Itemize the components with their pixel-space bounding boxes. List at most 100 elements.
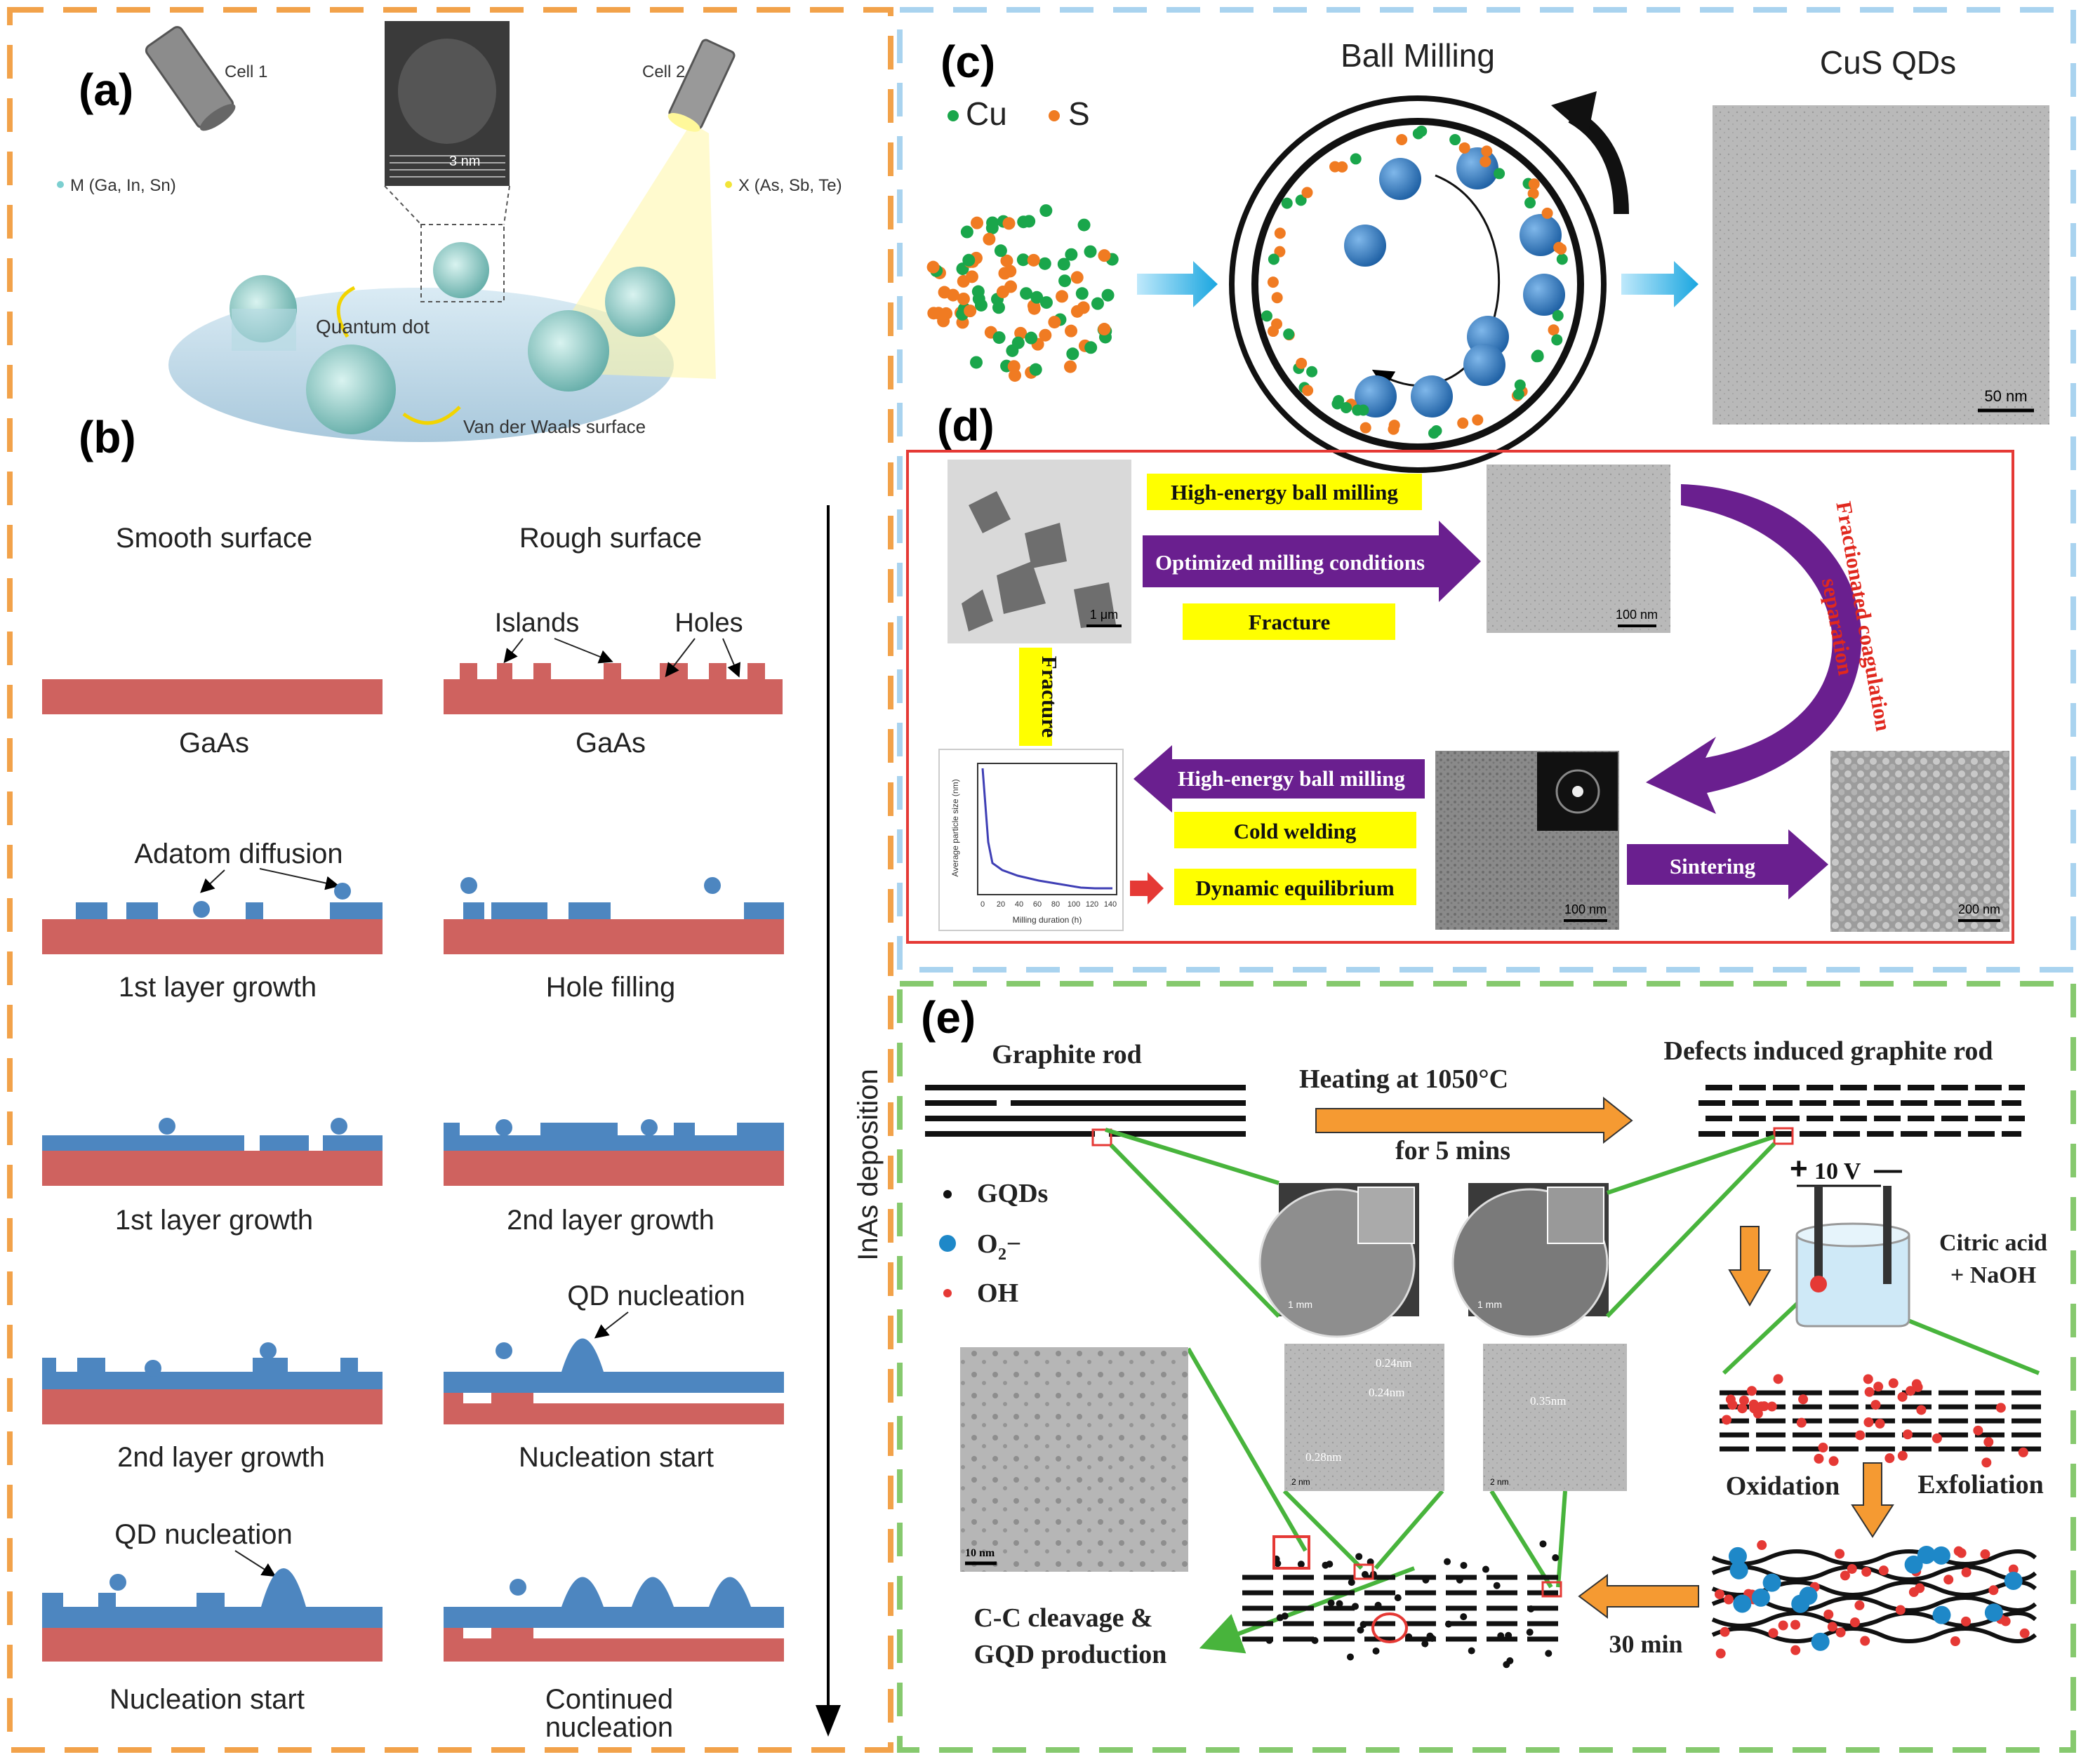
cell1-icon <box>145 26 236 131</box>
gqd-legend-label: GQDs <box>977 1179 1048 1208</box>
electrode-right <box>1883 1186 1891 1284</box>
oh-radical <box>1895 1605 1906 1615</box>
d-sintered-image <box>1830 751 2009 932</box>
gqd-dot <box>1351 1603 1359 1610</box>
cu-particle <box>1066 347 1079 361</box>
gqd-dot <box>1526 1629 1534 1636</box>
row2-right-caption: Hole filling <box>546 972 676 1003</box>
s-particle <box>983 232 996 246</box>
cu-particle <box>972 292 985 305</box>
mill-particle <box>1556 253 1568 265</box>
row5-right-caption-2: nucleation <box>545 1712 673 1743</box>
oh-radical <box>1753 1408 1763 1419</box>
o2-radical <box>1917 1545 1936 1564</box>
cell2-label: Cell 2 <box>642 62 685 81</box>
d-plot-xlabel: Milling duration (h) <box>1013 915 1082 925</box>
s-particle <box>927 307 940 320</box>
s-particle <box>1039 328 1052 342</box>
oh-radical <box>1961 1567 1972 1577</box>
oh-radical <box>1988 1585 1999 1596</box>
mill-particle <box>1283 328 1295 340</box>
cu-particle <box>992 301 1005 314</box>
mill-particle <box>1296 357 1308 369</box>
panel-d-label: (d) <box>937 400 995 450</box>
gaas-label-right: GaAs <box>576 728 646 759</box>
cu-particle <box>994 244 1007 258</box>
tem-inset-halo <box>398 39 496 144</box>
s-particle <box>964 305 977 318</box>
row2-left-caption: 1st layer growth <box>119 972 317 1003</box>
oh-radical <box>1897 1450 1908 1461</box>
milling-ball <box>1520 214 1562 256</box>
mill-particle <box>1295 194 1307 206</box>
cu-particle <box>960 225 973 239</box>
s-particle <box>940 307 953 320</box>
adatom-r4l-2 <box>260 1342 277 1359</box>
adatom-r2l-2 <box>334 883 351 900</box>
d-plot-axes <box>977 763 1117 895</box>
zoom-line-right <box>503 185 510 225</box>
gaas-layer-r2r <box>444 919 784 954</box>
o2-radical <box>1811 1632 1830 1651</box>
quantum-dot-label: Quantum dot <box>316 316 430 338</box>
qd-cluster-2 <box>433 242 489 298</box>
cleavage-circle <box>1371 1612 1408 1643</box>
s-legend-label: S <box>1068 95 1090 132</box>
mill-particle <box>1548 324 1560 336</box>
mill-particle <box>1274 246 1286 258</box>
milling-balls <box>1344 147 1565 417</box>
oh-radical <box>1950 1636 1960 1647</box>
d-fracture-top-box <box>1183 603 1395 640</box>
row5-left-caption: Nucleation start <box>109 1684 305 1715</box>
gqd-dot <box>1405 1633 1413 1641</box>
oh-radical <box>1790 1619 1801 1630</box>
adatom-r2r-1 <box>460 877 477 894</box>
tem-inset-fringes <box>390 155 505 178</box>
oh-radical <box>1840 1570 1850 1581</box>
o2-radical <box>1762 1573 1781 1592</box>
panel-e: (e) Graphite rod Heating at 1050°C for 5… <box>921 992 2047 1669</box>
mill-particle <box>1551 334 1563 346</box>
s-particle <box>957 274 970 288</box>
cu-particle <box>1039 296 1053 309</box>
oh-radical <box>1981 1457 1992 1468</box>
mill-particle <box>1458 142 1470 154</box>
oh-radical <box>1980 1549 1990 1560</box>
cu-particle <box>962 253 976 267</box>
inas-deposition-label: InAs deposition <box>853 1069 884 1261</box>
gqd-dot <box>1497 1632 1505 1640</box>
anion-label: X (As, Sb, Te) <box>738 176 842 195</box>
left-arrow-30min <box>1578 1574 1699 1619</box>
tem-inset-scale: 3 nm <box>449 154 480 169</box>
gqd-dot <box>1539 1540 1547 1548</box>
mill-particle <box>1527 187 1539 199</box>
oh-radical <box>1875 1418 1885 1429</box>
citric-label-2: + NaOH <box>1950 1262 2036 1288</box>
oh-radical <box>1722 1415 1732 1425</box>
cu-particle <box>986 216 999 229</box>
oh-radical <box>1724 1594 1734 1605</box>
sem-inset-b <box>1547 1187 1604 1244</box>
oh-radical <box>2019 1628 2030 1638</box>
gqd-dot <box>1505 1631 1512 1639</box>
sem-inset-a <box>1357 1187 1415 1244</box>
mill-particle <box>1552 309 1564 321</box>
d-plot-xtick-2: 40 <box>1015 900 1023 909</box>
cu-particle <box>1030 290 1044 304</box>
gqd-dot <box>1456 1576 1463 1584</box>
vdw-surface-label: Van der Waals surface <box>463 416 646 437</box>
oxidized-sheet <box>1711 1549 2037 1566</box>
oh-radical <box>1864 1387 1875 1397</box>
panel-b: (b) Smooth surface Rough surface Islands… <box>42 412 884 1743</box>
mill-particle <box>1268 326 1279 338</box>
mill-particle <box>1352 404 1364 416</box>
min30-label: 30 min <box>1609 1630 1682 1658</box>
oh-radical <box>1790 1645 1801 1655</box>
cu-particle <box>1020 287 1033 300</box>
oh-radical <box>1835 1549 1845 1559</box>
o2-radical <box>1984 1603 2003 1622</box>
cu-particle <box>1101 288 1115 302</box>
inas-layer-r5l <box>42 1568 383 1628</box>
metal-dot-icon <box>57 181 64 188</box>
lattice-zoom-box-a <box>1353 1563 1374 1580</box>
